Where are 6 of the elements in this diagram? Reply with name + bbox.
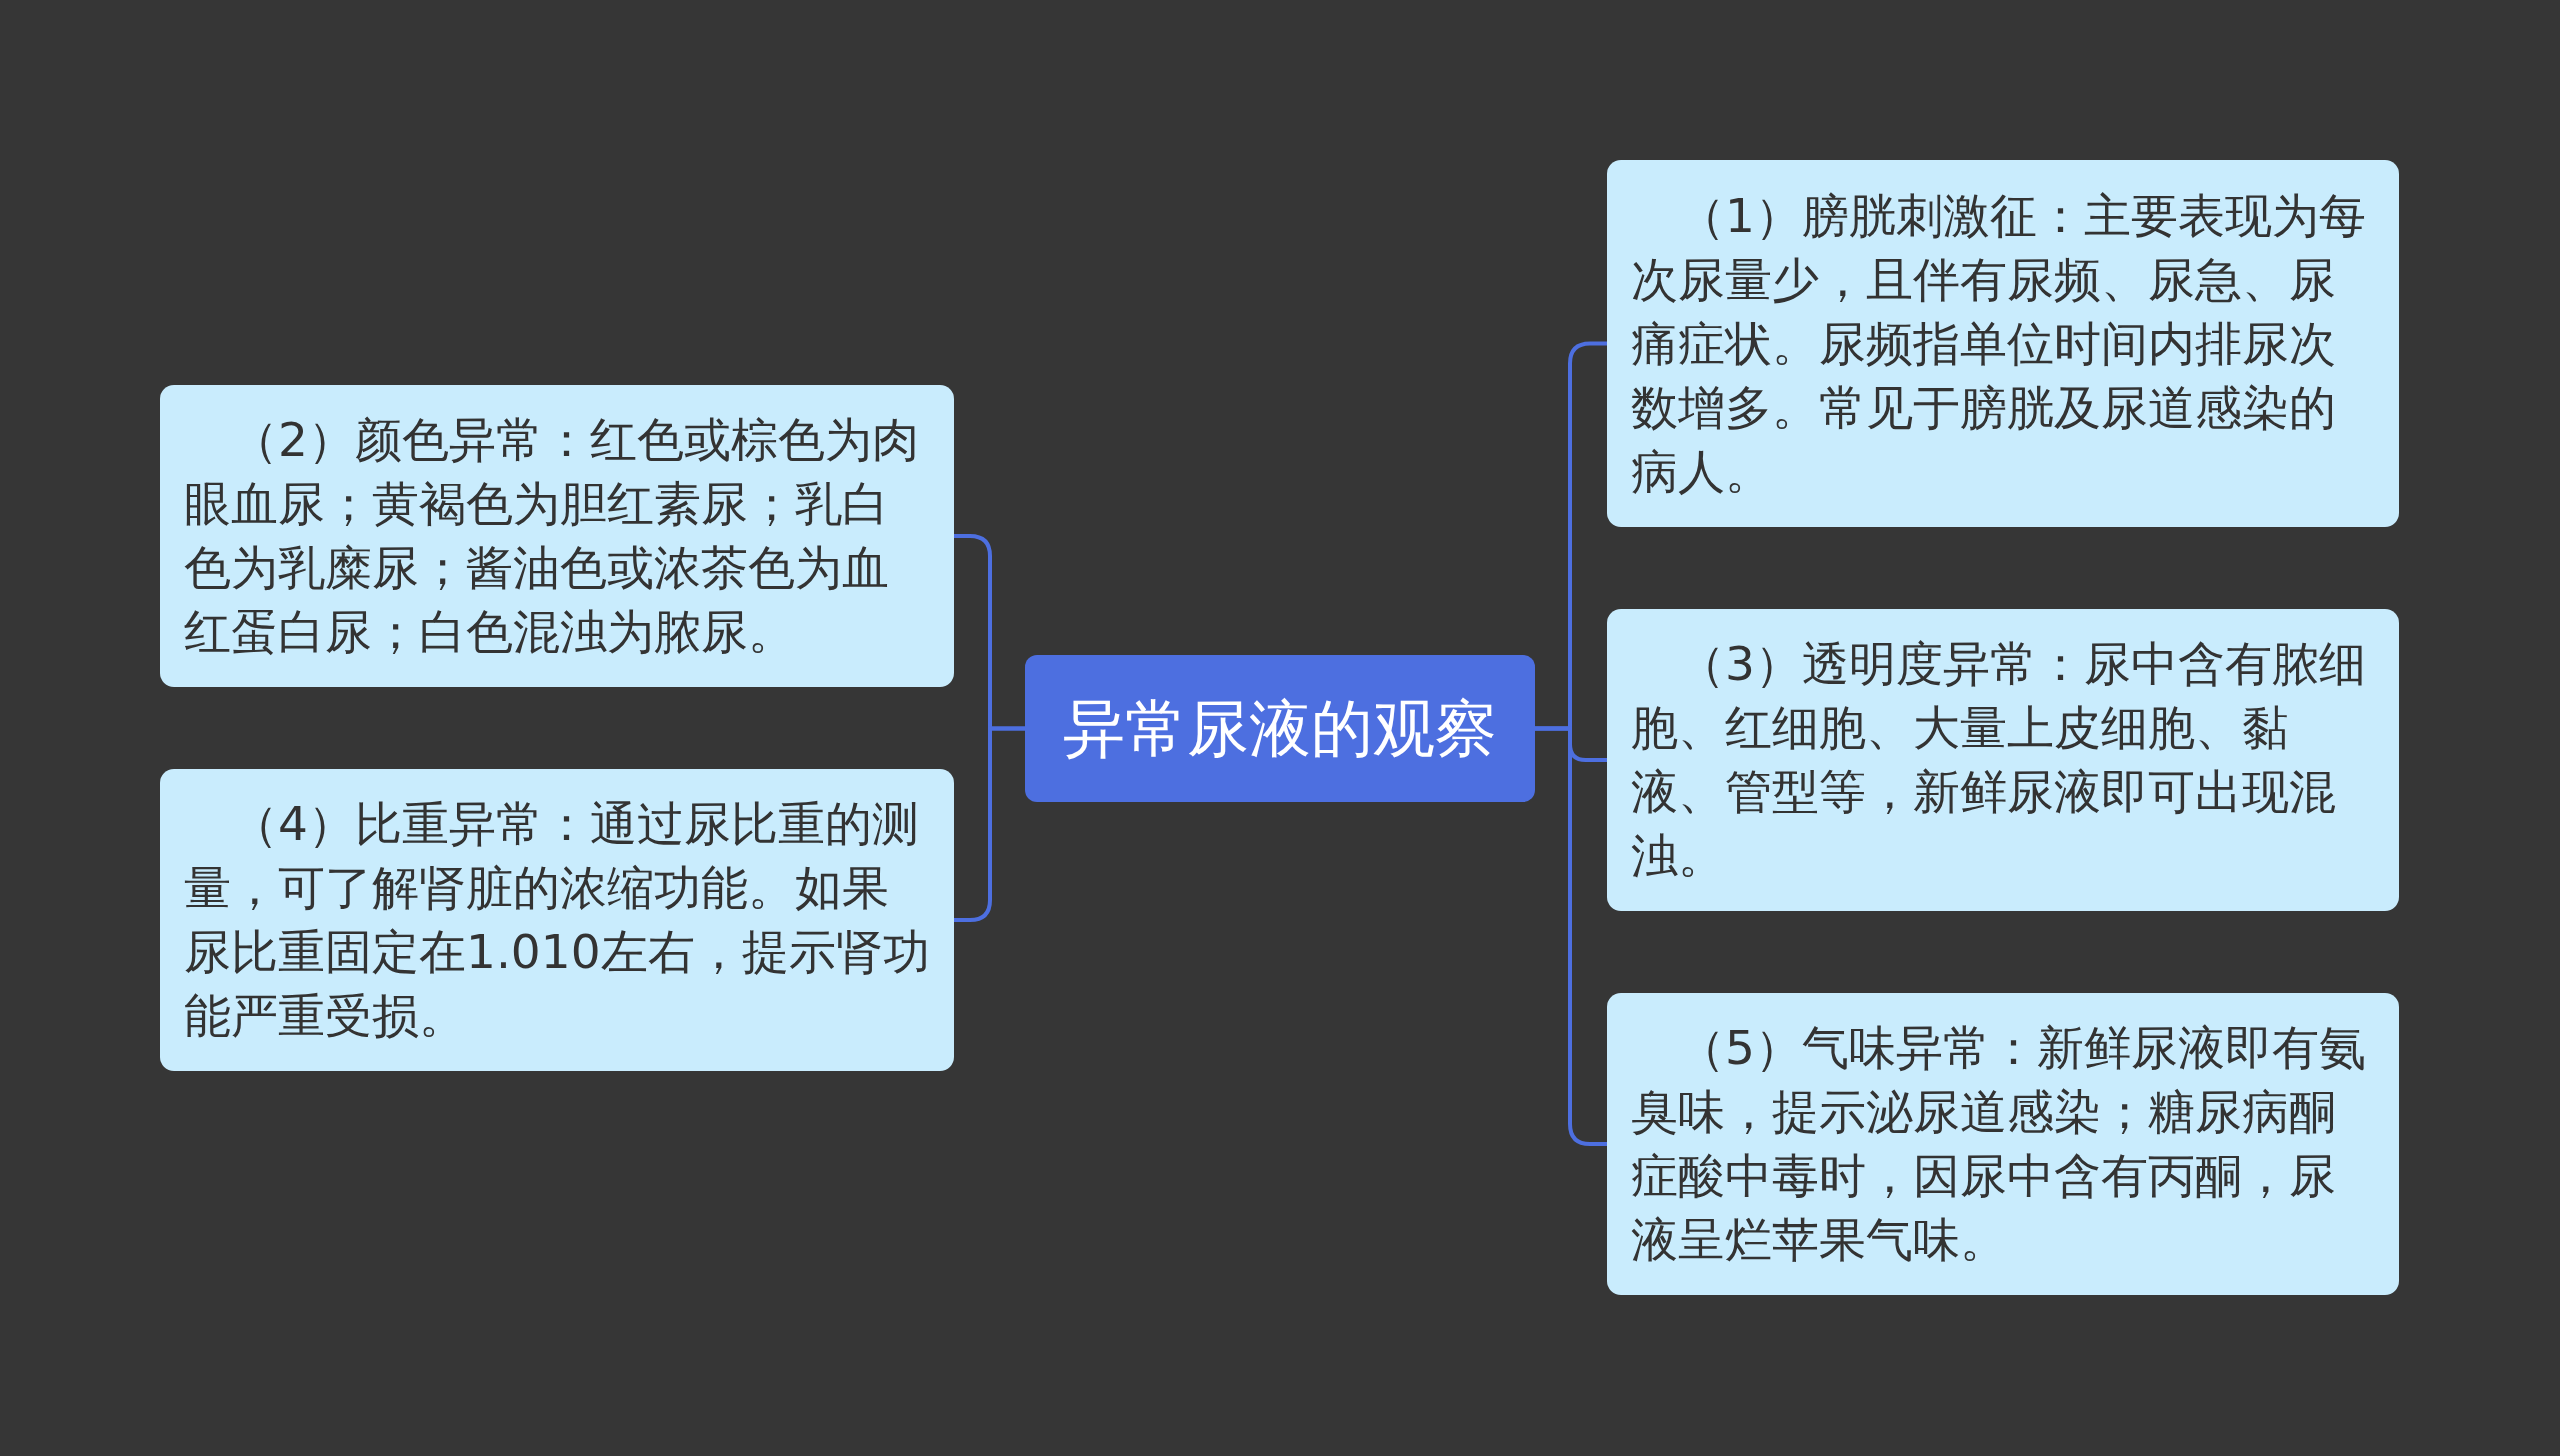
text-box: （4）比重异常：通过尿比重的测量，可了解肾脏的浓缩功能。如果尿比重固定在1.010左右，提示肾功能严重受损。 [160, 769, 954, 1071]
text-box: （3）透明度异常：尿中含有脓细胞、红细胞、大量上皮细胞、黏液、管型等，新鲜尿液即可出现混浊。 [1607, 609, 2399, 911]
text-box: （5）气味异常：新鲜尿液即有氨臭味，提示泌尿道感染；糖尿病酮症酸中毒时，因尿中含有丙酮，尿液呈烂苹果气味。 [1607, 993, 2399, 1295]
text-box: （1）膀胱刺激征：主要表现为每次尿量少，且伴有尿频、尿急、尿痛症状。尿频指单位时间内排尿次数增多。常见于膀胱及尿道感染的病人。 [1607, 160, 2399, 527]
text-box: （2）颜色异常：红色或棕色为肉眼血尿；黄褐色为胆红素尿；乳白色为乳糜尿；酱油色或浓茶色为血红蛋白尿；白色混浊为脓尿。 [160, 385, 954, 687]
topic-box: 异常尿液的观察 [1025, 655, 1535, 802]
